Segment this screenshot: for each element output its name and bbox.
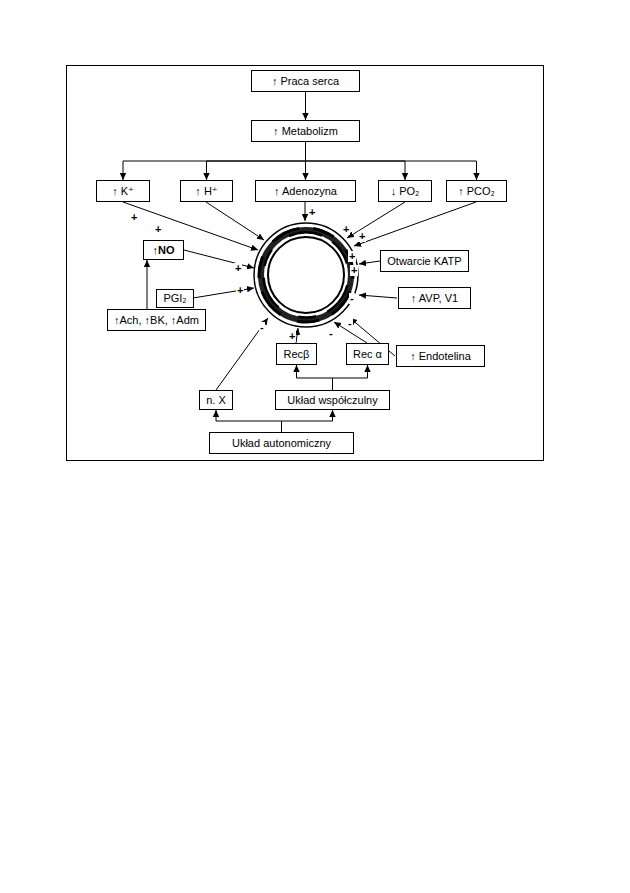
effect-sign: + xyxy=(130,212,138,223)
process-box: Rec α xyxy=(346,343,389,365)
process-box: PGI₂ xyxy=(156,289,194,308)
flow-arrow xyxy=(123,142,306,180)
process-box: ↑ Adenozyna xyxy=(255,180,356,202)
box-text: ↓ PO₂ xyxy=(391,185,420,198)
process-box: ↑ PCO₂ xyxy=(446,180,507,202)
box-text: ↑ K⁺ xyxy=(112,185,134,198)
box-text: ↑ Adenozyna xyxy=(274,185,337,198)
effect-sign: - xyxy=(259,322,265,333)
box-text: ↑ PCO₂ xyxy=(458,185,495,198)
process-box: Układ współczulny xyxy=(275,390,390,410)
effect-sign: + xyxy=(288,331,296,342)
box-text: Układ współczulny xyxy=(287,394,377,407)
flow-arrow xyxy=(305,92,306,120)
effect-sign: + xyxy=(308,207,316,218)
process-box: Otwarcie KATP xyxy=(380,250,469,272)
box-text: ↑Ach, ↑BK, ↑Adm xyxy=(114,314,199,327)
process-box: ↑ Praca serca xyxy=(251,70,360,92)
flow-arrow xyxy=(333,365,368,390)
effect-sign: + xyxy=(234,263,242,274)
process-box: Recβ xyxy=(276,343,317,365)
process-box: ↑Ach, ↑BK, ↑Adm xyxy=(107,309,206,331)
process-box: n. X xyxy=(199,390,233,410)
flow-arrow xyxy=(282,410,333,432)
effect-sign: + xyxy=(154,224,162,235)
process-box: ↓ PO₂ xyxy=(378,180,432,202)
flow-arrow xyxy=(216,410,282,432)
box-text: Recβ xyxy=(284,348,310,361)
box-text: Układ autonomiczny xyxy=(232,437,331,450)
box-text: ↑ Endotelina xyxy=(410,350,471,363)
box-text: ↑ H⁺ xyxy=(195,185,217,198)
process-box: ↑NO xyxy=(143,240,184,260)
box-text: Otwarcie KATP xyxy=(387,255,461,268)
box-text: ↑ Metabolizm xyxy=(273,125,338,138)
effect-sign: - xyxy=(349,293,355,304)
effect-sign: + xyxy=(358,231,366,242)
box-text: n. X xyxy=(206,394,226,407)
process-box: ↑ K⁺ xyxy=(96,180,150,202)
flow-arrow xyxy=(297,365,333,390)
box-text: ↑NO xyxy=(153,244,175,257)
effect-sign: + xyxy=(348,251,356,262)
box-text: ↑ AVP, V1 xyxy=(411,292,458,305)
effect-sign: + xyxy=(236,285,244,296)
blood-vessel xyxy=(246,215,366,335)
box-text: Rec α xyxy=(353,348,382,361)
flow-arrow xyxy=(147,260,148,309)
box-text: PGI₂ xyxy=(163,292,186,305)
process-box: ↑ H⁺ xyxy=(180,180,233,202)
process-box: ↑ Metabolizm xyxy=(251,120,360,142)
flow-arrow xyxy=(306,142,477,180)
process-box: Układ autonomiczny xyxy=(209,432,354,454)
effect-sign: + xyxy=(350,265,358,276)
effect-sign: - xyxy=(328,328,334,339)
box-text: ↑ Praca serca xyxy=(272,75,339,88)
frame xyxy=(67,66,544,461)
effect-sign: + xyxy=(342,224,350,235)
process-box: ↑ AVP, V1 xyxy=(398,287,471,309)
effect-sign: - xyxy=(347,318,353,329)
process-box: ↑ Endotelina xyxy=(396,345,485,367)
flow-arrow xyxy=(207,142,306,180)
